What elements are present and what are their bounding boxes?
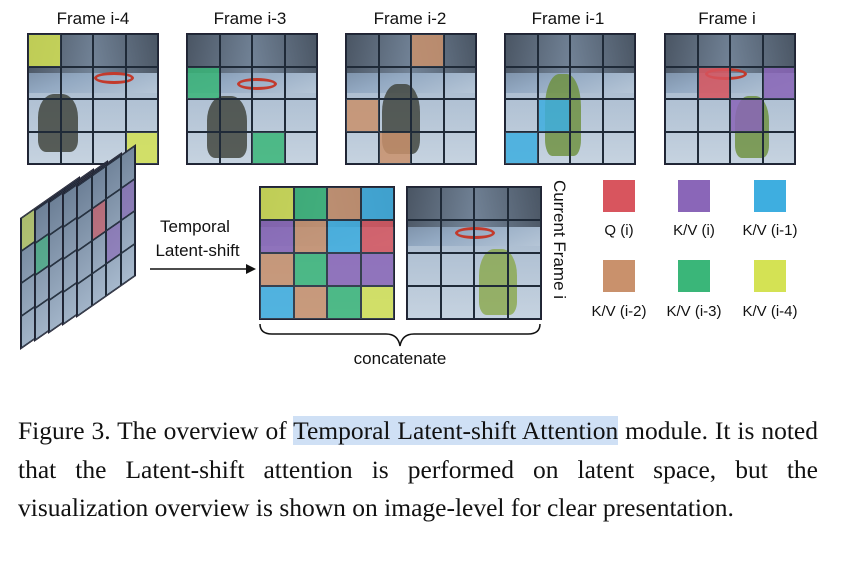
legend-swatch <box>754 180 786 212</box>
legend-label: K/V (i-3) <box>666 303 722 320</box>
frame-image <box>664 33 796 165</box>
frame-image <box>186 33 318 165</box>
frame-image <box>27 33 159 165</box>
arrow-label-line1: Temporal <box>160 217 230 236</box>
figure: Frame i-4 Frame i-3 Frame i-2 Frame i-1 … <box>20 9 798 368</box>
legend-swatch <box>603 180 635 212</box>
frame-image <box>345 33 477 165</box>
legend-swatch <box>754 260 786 292</box>
legend-swatch <box>678 260 710 292</box>
frame-label: Frame i-3 <box>213 9 287 28</box>
right-arrow-icon <box>150 264 256 274</box>
figure-caption: Figure 3. The overview of Temporal Laten… <box>18 412 818 528</box>
brace-icon <box>259 323 541 347</box>
current-frame-label: Current Frame i <box>550 180 569 300</box>
legend-label: K/V (i-4) <box>742 303 798 320</box>
legend-label: K/V (i) <box>673 222 715 239</box>
frame-label: Frame i <box>698 9 756 28</box>
legend-label: Q (i) <box>604 222 634 239</box>
frame-label: Frame i-2 <box>373 9 447 28</box>
concatenated-grid <box>259 186 395 320</box>
arrow-label-line2: Latent-shift <box>155 241 240 260</box>
concatenate-label: concatenate <box>353 349 447 368</box>
caption-highlight: Temporal Latent-shift Attention <box>293 416 619 445</box>
frame-image <box>504 33 636 165</box>
legend-swatch <box>678 180 710 212</box>
caption-suffix: module. It is noted that the Latent-shif… <box>18 416 819 522</box>
frame-label: Frame i-1 <box>531 9 605 28</box>
legend-swatch <box>603 260 635 292</box>
frame-label: Frame i-4 <box>56 9 130 28</box>
current-frame-grid <box>406 186 542 320</box>
legend-label: K/V (i-1) <box>742 222 798 239</box>
legend-label: K/V (i-2) <box>591 303 647 320</box>
caption-prefix: Figure 3. The overview of <box>18 416 294 445</box>
